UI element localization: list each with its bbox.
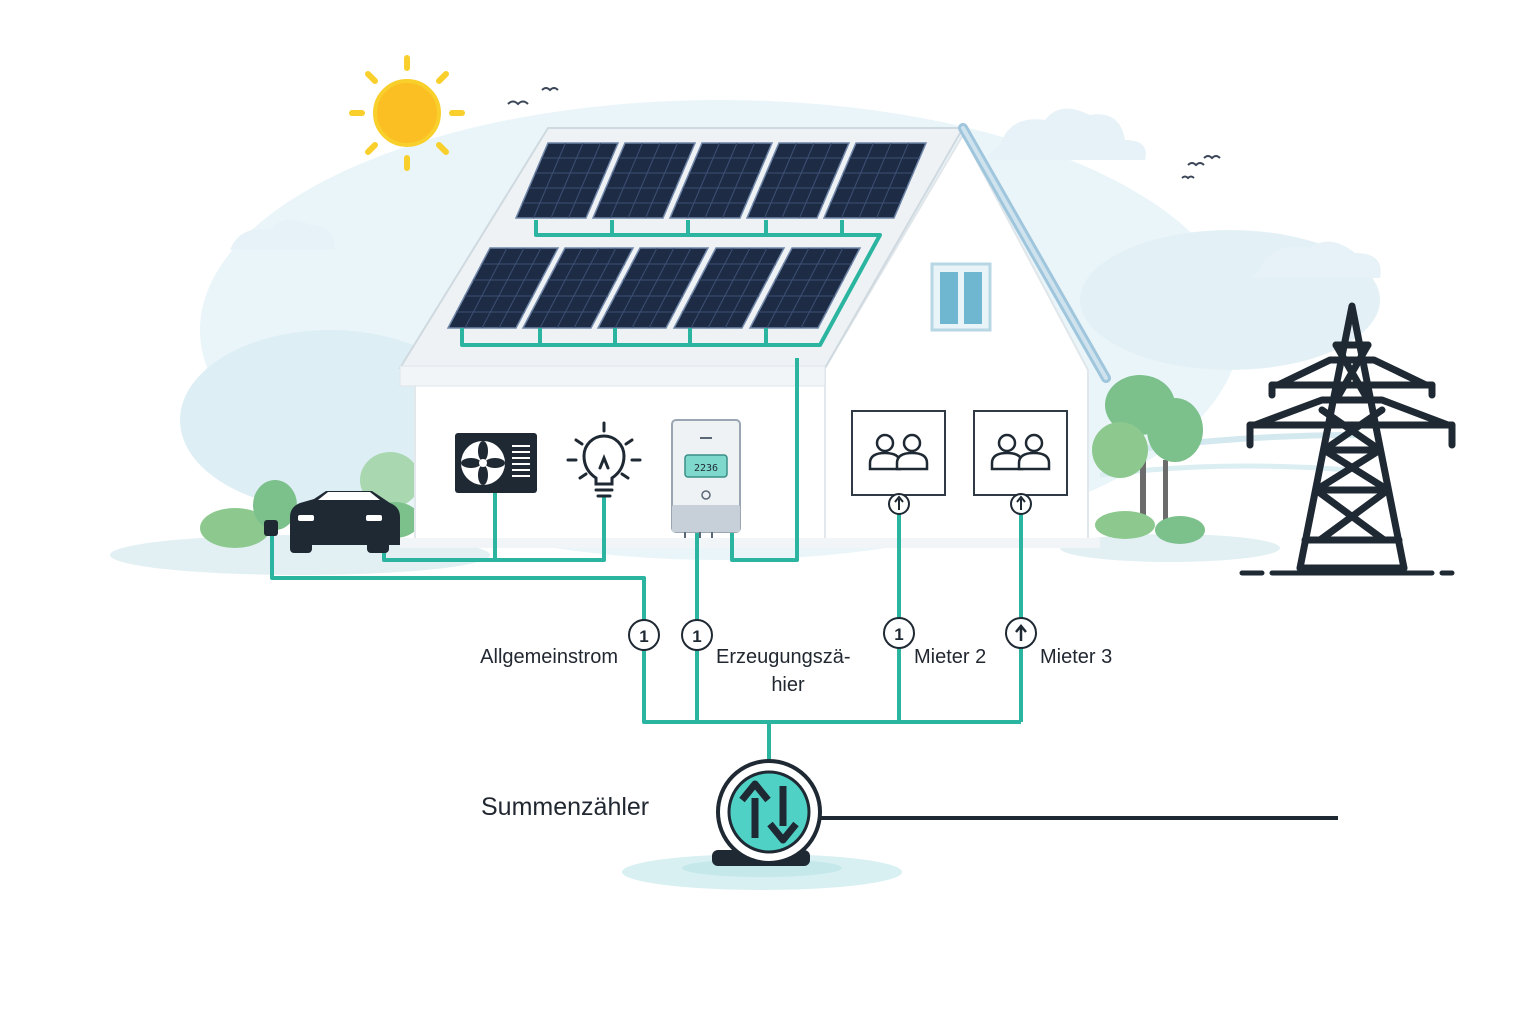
solar-panel-cell-line — [764, 142, 797, 219]
solar-panel-cell-line — [627, 142, 661, 219]
meter-badge-allgemeinstrom: 1 — [628, 619, 660, 651]
arrow-up-icon — [1015, 624, 1027, 641]
meter-badge-mieter-3 — [1005, 617, 1037, 649]
window — [930, 262, 992, 332]
sun-icon — [349, 55, 465, 171]
power-pylon-icon — [1246, 302, 1456, 572]
solar-panel-cell-line — [648, 247, 692, 329]
solar-panel-cell-line — [498, 247, 542, 329]
meter-badge-number: 1 — [639, 627, 648, 646]
solar-panel-cell-line — [464, 247, 508, 329]
solar-panel-cell-line — [614, 247, 658, 329]
meter-badge-number: 1 — [894, 625, 903, 644]
solar-panel-cell-line — [704, 142, 738, 219]
birds-icon — [507, 87, 1221, 180]
solar-panel-cell-line — [766, 247, 810, 329]
solar-panel-cell-line — [724, 247, 768, 329]
solar-panel-cell-line — [799, 142, 832, 219]
tree-right-icon — [1092, 375, 1205, 544]
solar-panel-cell-line — [556, 247, 600, 329]
lightbulb-icon — [566, 421, 642, 498]
tenant-meter-arrow-icon — [1010, 493, 1032, 515]
solar-panel-cell-line — [568, 142, 601, 219]
meter-badge-erzeugung: 1 — [681, 619, 713, 651]
people-icon — [990, 433, 1051, 471]
solar-panel-cell-line — [533, 142, 566, 219]
solar-panel-cell-line — [876, 142, 909, 219]
solar-panel-cell-line — [481, 247, 525, 329]
cloud-icon — [988, 108, 1146, 160]
cloud-icon — [215, 219, 335, 250]
tenant-box-mieter-3 — [973, 410, 1068, 496]
heat-pump-icon — [455, 433, 537, 493]
charger-plug-icon — [264, 520, 278, 536]
solar-panel-cell-line — [783, 247, 827, 329]
tenant-box-mieter-2 — [851, 410, 946, 496]
label-summenzaehler: Summenzähler — [481, 793, 649, 821]
solar-panels — [446, 142, 928, 329]
solar-panel-cell-line — [841, 142, 874, 219]
tenant-meter-arrow-icon — [888, 493, 910, 515]
solar-panel-cell-line — [781, 142, 815, 219]
solar-panel-cell-line — [539, 247, 583, 329]
bidirectional-meter-icon — [622, 759, 902, 890]
solar-panel-cell-line — [707, 247, 751, 329]
inverter-icon — [671, 419, 741, 538]
inverter-display: 2236 — [694, 463, 718, 474]
meter-badge-number: 1 — [692, 627, 701, 646]
label-mieter-3: Mieter 3 — [1040, 646, 1112, 668]
solar-panel-cell-line — [800, 247, 844, 329]
solar-panel-cell-line — [631, 247, 675, 329]
people-icon — [868, 433, 929, 471]
meter-badge-mieter-2: 1 — [883, 617, 915, 649]
solar-panel-cell-line — [573, 247, 617, 329]
car-icon — [264, 491, 400, 553]
solar-panel-cell-line — [687, 142, 720, 219]
solar-panel-cell-line — [690, 247, 734, 329]
solar-panel-cell-line — [722, 142, 755, 219]
solar-panel-cell-line — [610, 142, 643, 219]
label-erzeugungszaehler-line1: Erzeugungszä- — [716, 646, 851, 668]
solar-panel-cell-line — [550, 142, 584, 219]
label-erzeugungszaehler-line2: hier — [771, 674, 805, 696]
solar-panel-cell-line — [858, 142, 892, 219]
label-allgemeinstrom: Allgemeinstrom — [480, 646, 618, 668]
cloud-icon — [1250, 241, 1381, 278]
solar-panel-cell-line — [645, 142, 678, 219]
label-mieter-2: Mieter 2 — [914, 646, 986, 668]
